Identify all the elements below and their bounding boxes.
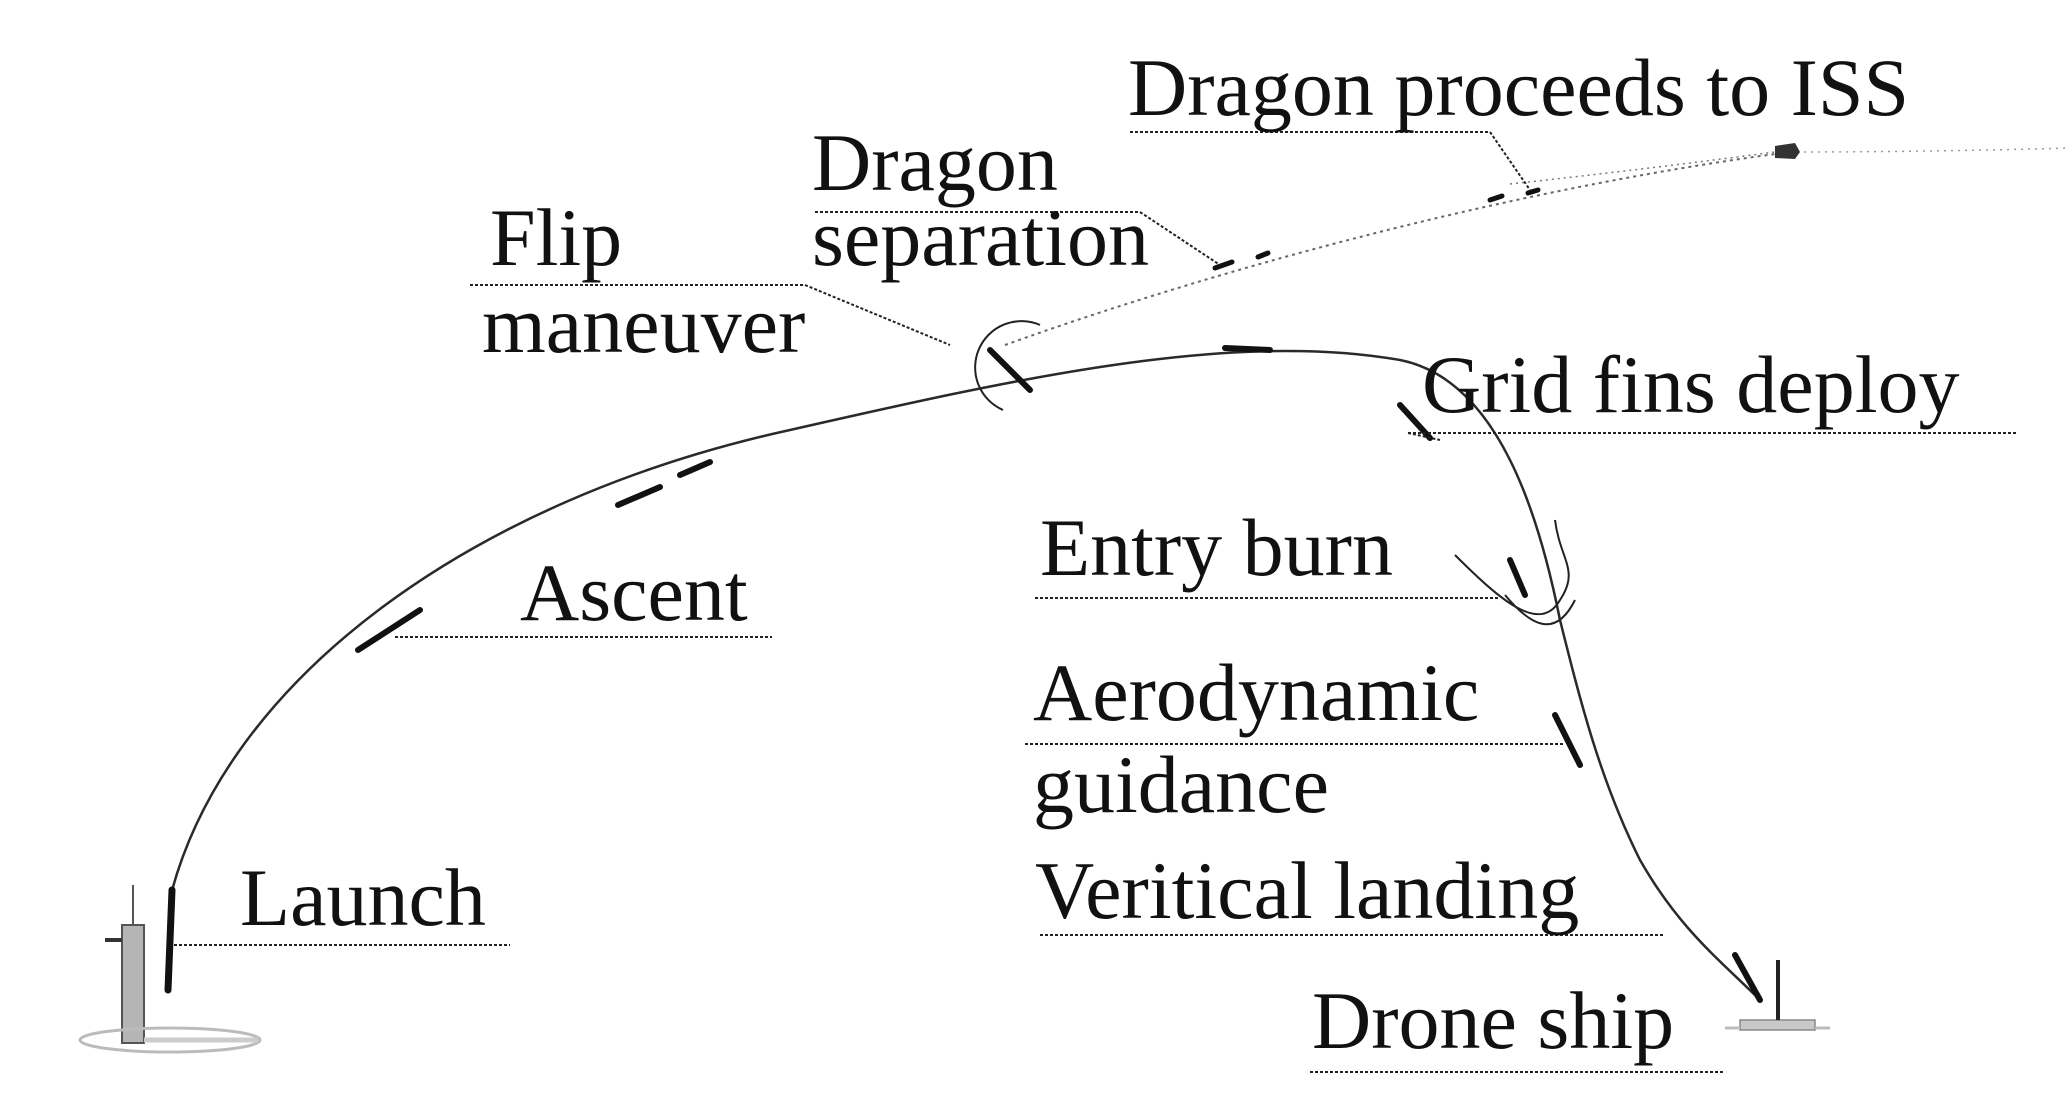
label-vertical-landing: Veritical landing xyxy=(1035,845,1579,936)
rocket-stage-icon xyxy=(355,345,1763,1003)
leader-lines xyxy=(174,131,2018,1073)
label-flip-line2: maneuver xyxy=(482,279,805,370)
rocket-stage-icon xyxy=(164,886,176,994)
label-ascent: Ascent xyxy=(520,547,748,638)
label-drone-ship: Drone ship xyxy=(1312,975,1674,1066)
launch-tower-icon xyxy=(78,885,262,1054)
label-dragon-iss: Dragon proceeds to ISS xyxy=(1128,42,1909,133)
label-dragon-separation-line2: separation xyxy=(812,192,1149,283)
entry-burn-arc xyxy=(1454,519,1570,616)
drone-ship-icon xyxy=(1725,960,1830,1031)
second-stage-trajectory xyxy=(1004,151,1791,346)
entry-burn-arc-inner xyxy=(1504,594,1576,626)
dragon-to-iss-path xyxy=(1509,151,1776,185)
label-aerodynamic-line1: Aerodynamic xyxy=(1033,647,1479,738)
flip-maneuver-arc xyxy=(974,320,1041,411)
dragon-trajectory xyxy=(1789,147,2069,153)
label-aerodynamic-line2: guidance xyxy=(1033,739,1329,830)
label-dragon-separation-line1: Dragon xyxy=(812,117,1058,208)
dragon-capsule-icon xyxy=(1775,143,1800,159)
label-launch: Launch xyxy=(240,852,486,943)
label-entry-burn: Entry burn xyxy=(1040,502,1393,593)
label-flip-line1: Flip xyxy=(490,192,622,283)
rocket-stage-icon xyxy=(1212,187,1541,271)
label-grid-fins: Grid fins deploy xyxy=(1422,339,1959,430)
first-stage-trajectory xyxy=(168,349,1761,1001)
